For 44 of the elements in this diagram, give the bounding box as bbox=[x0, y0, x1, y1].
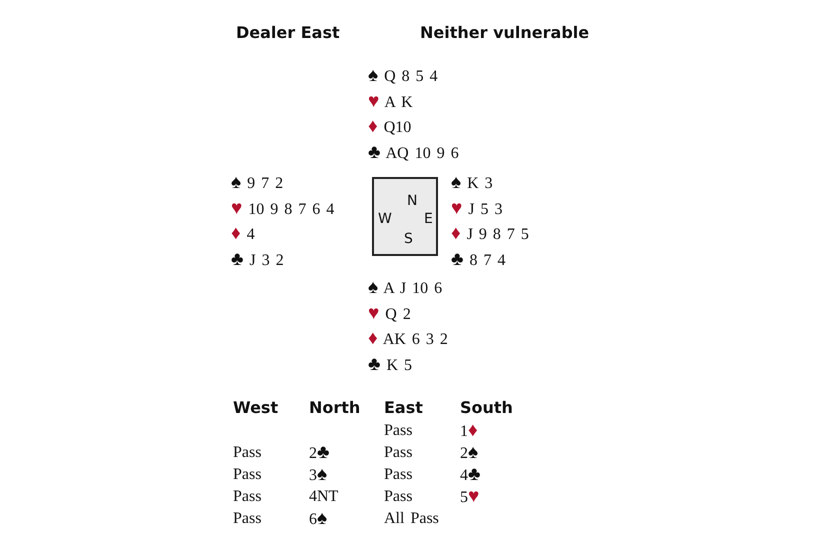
dealer-text: Dealer East bbox=[236, 23, 340, 43]
auction-bid: 2♣ bbox=[309, 443, 330, 464]
auction-bid: 3♠ bbox=[309, 465, 328, 486]
hand-suit-holding: ♦ J 9 8 7 5 bbox=[451, 224, 529, 245]
auction-bid: Pass bbox=[233, 443, 262, 463]
auction-bid: Pass bbox=[384, 487, 412, 507]
hand-suit-holding: ♣ K 5 bbox=[368, 354, 412, 376]
auction-bid: 4NT bbox=[309, 487, 338, 507]
compass-letter: W bbox=[378, 211, 392, 227]
auction-bid: Pass bbox=[384, 421, 412, 441]
hand-suit-holding: ♥ Q 2 bbox=[368, 304, 411, 324]
auction-bid: 2♠ bbox=[460, 443, 478, 464]
auction-header: North bbox=[309, 398, 360, 418]
hand-suit-holding: ♥ J 5 3 bbox=[451, 198, 503, 220]
auction-bid: 6♠ bbox=[309, 509, 328, 530]
auction-header: West bbox=[233, 398, 278, 418]
hand-suit-holding: ♠ Q 8 5 4 bbox=[368, 66, 438, 87]
auction-bid: Pass bbox=[384, 443, 412, 463]
hand-suit-holding: ♣ AQ 10 9 6 bbox=[368, 142, 459, 164]
compass-letter: E bbox=[424, 211, 433, 227]
vulnerability-text: Neither vulnerable bbox=[420, 23, 590, 43]
auction-bid: All Pass bbox=[384, 509, 439, 529]
hand-suit-holding: ♠ A J 10 6 bbox=[368, 278, 442, 299]
hand-suit-holding: ♠ K 3 bbox=[451, 173, 493, 194]
compass-letter: S bbox=[404, 231, 413, 247]
hand-suit-holding: ♣ 8 7 4 bbox=[451, 250, 506, 270]
hand-suit-holding: ♦ 4 bbox=[231, 224, 255, 245]
auction-bid: Pass bbox=[233, 465, 262, 485]
auction-bid: 1♦ bbox=[460, 421, 478, 442]
hand-suit-holding: ♥ A K bbox=[368, 92, 413, 112]
hand-suit-holding: ♣ J 3 2 bbox=[231, 250, 284, 270]
auction-bid: 4♣ bbox=[460, 465, 480, 486]
auction-bid: Pass bbox=[384, 465, 412, 485]
hand-suit-holding: ♦ Q10 bbox=[368, 117, 412, 138]
hand-suit-holding: ♥ 10 9 8 7 6 4 bbox=[231, 198, 334, 220]
auction-header: South bbox=[460, 398, 513, 418]
compass-box bbox=[372, 177, 438, 256]
auction-header: East bbox=[384, 398, 423, 418]
hand-suit-holding: ♠ 9 7 2 bbox=[231, 173, 284, 194]
auction-bid: Pass bbox=[233, 509, 262, 529]
compass-letter: N bbox=[407, 193, 418, 209]
auction-bid: Pass bbox=[233, 487, 262, 507]
auction-bid: 5♥ bbox=[460, 487, 480, 508]
hand-suit-holding: ♦ AK 6 3 2 bbox=[368, 329, 448, 350]
